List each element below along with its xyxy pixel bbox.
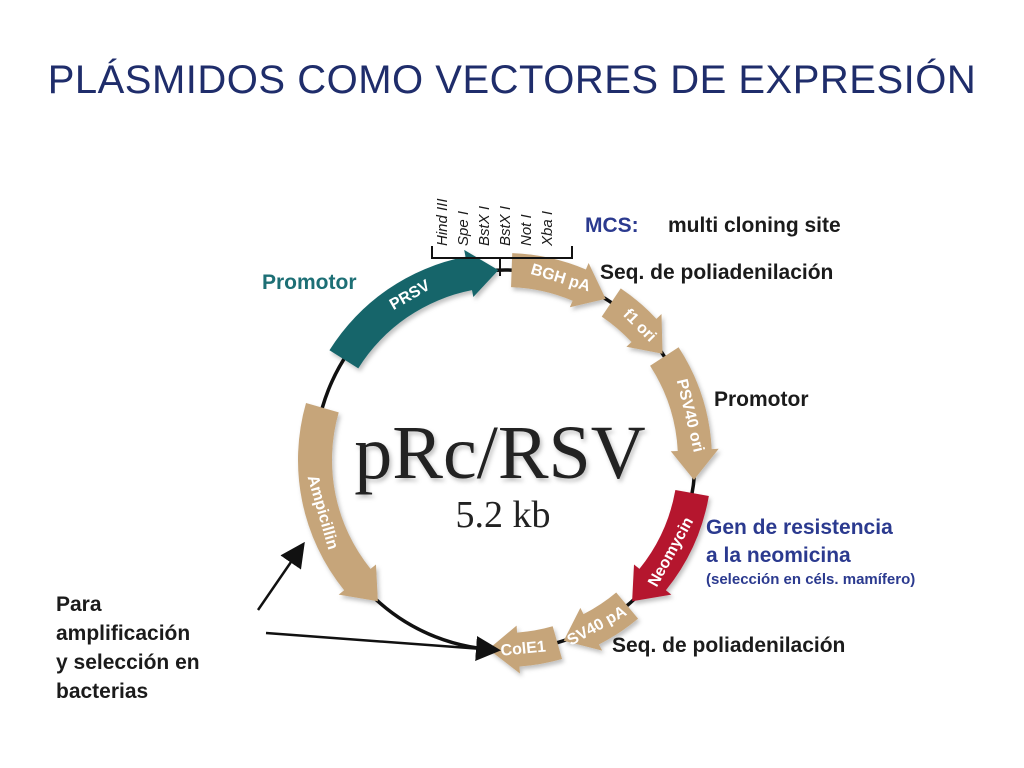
- gen-resistencia-line2: a la neomicina: [706, 544, 851, 567]
- arrow-to-ampicillin: [256, 541, 305, 611]
- promotor-right-label: Promotor: [714, 388, 809, 411]
- mcs-bracket: [431, 246, 573, 276]
- segment-f1-ori: [601, 288, 663, 354]
- gen-resistencia-line1: Gen de resistencia: [706, 516, 893, 539]
- segment-neomycin: [632, 490, 709, 602]
- segment-bgh-pa: [511, 253, 606, 308]
- segment-cole1: [488, 625, 563, 674]
- enzyme-label: Not I: [518, 214, 535, 246]
- enzyme-label: BstX I: [476, 206, 493, 246]
- segment-cole1-label: ColE1: [500, 638, 547, 659]
- bacteria-line2: amplificación: [56, 622, 190, 645]
- polyA-bottom-label: Seq. de poliadenilación: [612, 634, 845, 657]
- mcs-prefix: MCS:: [585, 214, 639, 237]
- segment-prsv: [329, 249, 499, 369]
- promotor-left-label: Promotor: [262, 271, 357, 294]
- plasmid-name: pRc/RSV: [354, 411, 645, 495]
- polyA-top-label: Seq. de poliadenilación: [600, 261, 833, 284]
- plasmid-size: 5.2 kb: [456, 494, 551, 536]
- mcs-label: multi cloning site: [668, 214, 841, 237]
- segment-ampicillin: [298, 402, 378, 602]
- arrow-to-cole1: [265, 631, 501, 661]
- bacteria-line4: bacterias: [56, 680, 148, 703]
- gen-resistencia-line3: (selección en céls. mamífero): [706, 571, 915, 588]
- enzyme-label: BstX I: [497, 206, 514, 246]
- bacteria-line3: y selección en: [56, 651, 200, 674]
- segment-sv40-pa: [563, 592, 639, 651]
- slide-title: PLÁSMIDOS COMO VECTORES DE EXPRESIÓN: [47, 58, 977, 102]
- bacteria-line1: Para: [56, 593, 102, 616]
- enzyme-label: Spe I: [455, 211, 472, 246]
- enzyme-label: Hind III: [434, 198, 451, 246]
- enzyme-label: Xba I: [539, 211, 556, 247]
- segment-psv40-ori: [650, 347, 719, 480]
